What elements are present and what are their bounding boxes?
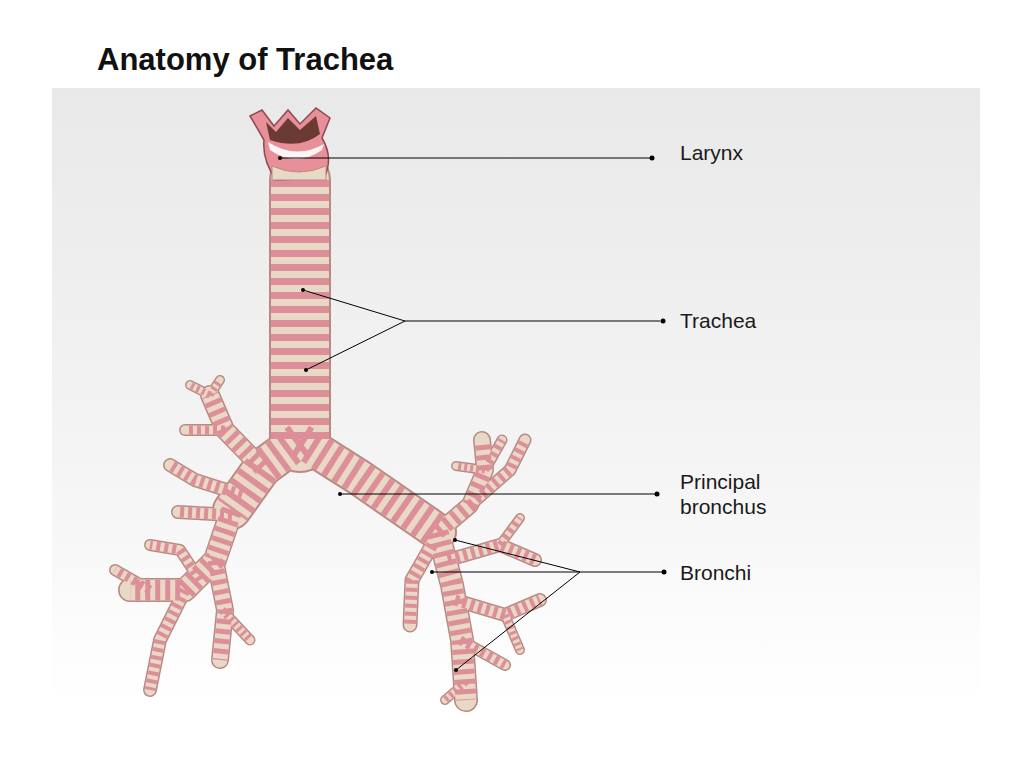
leader-dots <box>278 156 667 673</box>
background-panel <box>52 88 980 703</box>
part-label: Principal bronchus <box>680 469 800 519</box>
cartilage-rings <box>115 180 540 700</box>
airway-fill <box>115 180 540 700</box>
part-label: Larynx <box>680 140 743 165</box>
diagram-title: Anatomy of Trachea <box>97 42 393 78</box>
larynx-drawing <box>250 108 330 180</box>
part-label: Bronchi <box>680 560 751 585</box>
part-label: Trachea <box>680 308 756 333</box>
leader-lines <box>280 158 662 670</box>
airway-outline <box>115 180 540 700</box>
